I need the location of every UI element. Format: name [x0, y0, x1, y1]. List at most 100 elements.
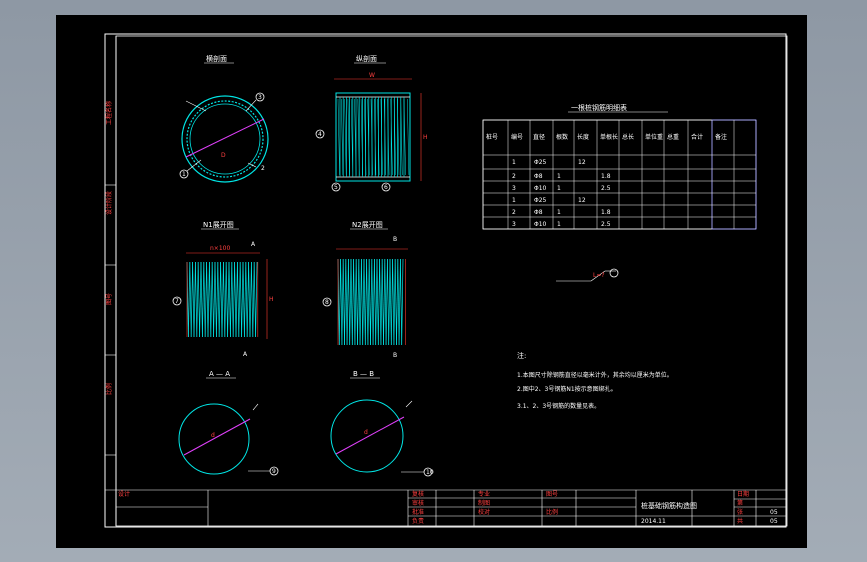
rebar-line	[397, 98, 400, 176]
dim-label: W	[369, 72, 375, 79]
rebar-line	[344, 258, 347, 346]
rebar-line	[224, 261, 227, 338]
dim-label: D	[221, 152, 226, 159]
detail-leader: L=?	[556, 268, 619, 282]
title-label: 共	[737, 517, 743, 525]
rebar-line	[234, 261, 237, 338]
table-cell: Φ25	[534, 159, 547, 166]
table-cell: 直径	[533, 133, 545, 141]
rebar-line	[407, 98, 410, 176]
rebar-line	[230, 261, 233, 338]
callout-label: 9	[272, 468, 276, 475]
rebar-line	[357, 98, 360, 176]
rebar-line	[232, 261, 235, 338]
rebar-line	[197, 261, 200, 338]
rebar-line	[341, 98, 344, 176]
rebar-line	[246, 261, 249, 338]
rebar-line	[341, 258, 344, 346]
table-cell: 1	[557, 185, 561, 192]
table-cell: Φ10	[534, 185, 547, 192]
rebar-line	[337, 98, 340, 176]
rebar-line	[368, 258, 371, 346]
table-cell: 3	[512, 221, 516, 228]
rebar-line	[400, 98, 403, 176]
title-block	[105, 489, 786, 526]
view-title: B — B	[353, 370, 374, 378]
rebar-line	[342, 258, 345, 346]
title-label: 制图	[478, 499, 490, 507]
rebar-line	[354, 98, 357, 176]
table-cell: 2	[512, 173, 516, 180]
rebar-line	[199, 261, 202, 338]
table-cell: 总重	[667, 133, 679, 141]
section-a-view: A — A d 9	[178, 370, 279, 476]
rebar-line	[357, 258, 360, 346]
rebar-line	[239, 261, 242, 338]
rebar-line	[238, 261, 241, 338]
rebar-line	[210, 261, 213, 338]
title-label: 审核	[412, 499, 424, 507]
side-label: 设计阶段	[105, 191, 113, 215]
title-label: 复核	[412, 490, 424, 498]
rebar-line	[190, 261, 193, 338]
rebar-line	[371, 258, 374, 346]
rebar-line	[193, 261, 196, 338]
table-cell: Φ8	[534, 209, 543, 216]
view-title: A — A	[209, 370, 230, 378]
drawing-title: 桩基础钢筋构造图	[641, 501, 697, 510]
rebar-line	[203, 261, 206, 338]
rebar-line	[396, 258, 399, 346]
table-cell: Φ10	[534, 221, 547, 228]
cut-mark: A	[251, 241, 256, 248]
title-label: 设计	[118, 490, 130, 498]
title-label: 第	[737, 499, 743, 507]
rebar-line	[384, 258, 387, 346]
table-cell: 1	[557, 221, 561, 228]
callout-label: 4	[318, 131, 322, 138]
rebar-line	[195, 261, 198, 338]
rebar-line	[390, 258, 393, 346]
table-cell: 单根长	[600, 133, 618, 141]
rebar-line	[387, 98, 390, 176]
table-cell: 备注	[715, 133, 727, 141]
callout-label: 6	[384, 184, 388, 191]
table-cell: Φ25	[534, 197, 547, 204]
rebar-line	[360, 98, 363, 176]
rebar-line	[389, 258, 392, 346]
side-strip: 工程名称 设计阶段 图号 比例	[105, 101, 116, 456]
view-title: 纵剖面	[356, 54, 377, 63]
rebar-line	[253, 261, 256, 338]
rebar-line	[220, 261, 223, 338]
right-development-rebars	[337, 258, 406, 346]
rebar-line	[196, 261, 199, 338]
sheet-total: 05	[770, 518, 778, 525]
side-label: 图号	[106, 293, 113, 305]
inner-frame	[115, 35, 788, 527]
rebar-line	[347, 98, 350, 176]
rebar-line	[349, 258, 352, 346]
table-cell: 2.5	[601, 185, 611, 192]
cad-viewport[interactable]: 工程名称 设计阶段 图号 比例 横剖面 3 1 D 2 纵剖面 W	[56, 15, 807, 548]
rebar-line	[397, 258, 400, 346]
dim-label: L=?	[593, 272, 605, 279]
rebar-line	[380, 98, 383, 176]
rebar-line	[381, 258, 384, 346]
rebar-line	[366, 258, 369, 346]
table-cell: 12	[578, 159, 586, 166]
sheet-number: 05	[770, 509, 778, 516]
rebar-line	[206, 261, 209, 338]
table-title: 一根桩钢筋明细表	[571, 103, 627, 112]
rebar-line	[372, 258, 375, 346]
rebar-line	[214, 261, 217, 338]
note-line: 3.1、2、3号钢筋的数量见表。	[517, 402, 600, 410]
callout-label: 10	[426, 469, 434, 476]
table-cell: 2	[512, 209, 516, 216]
title-label: 日期	[737, 490, 749, 498]
title-label: 比例	[546, 508, 558, 516]
dim-label: H	[269, 296, 274, 303]
title-label: 张	[737, 508, 743, 516]
rebar-line	[359, 258, 362, 346]
plan-view: 横剖面 3 1 D 2	[179, 54, 269, 183]
table-cell: 1	[512, 197, 516, 204]
callout-label: 1	[182, 171, 186, 178]
